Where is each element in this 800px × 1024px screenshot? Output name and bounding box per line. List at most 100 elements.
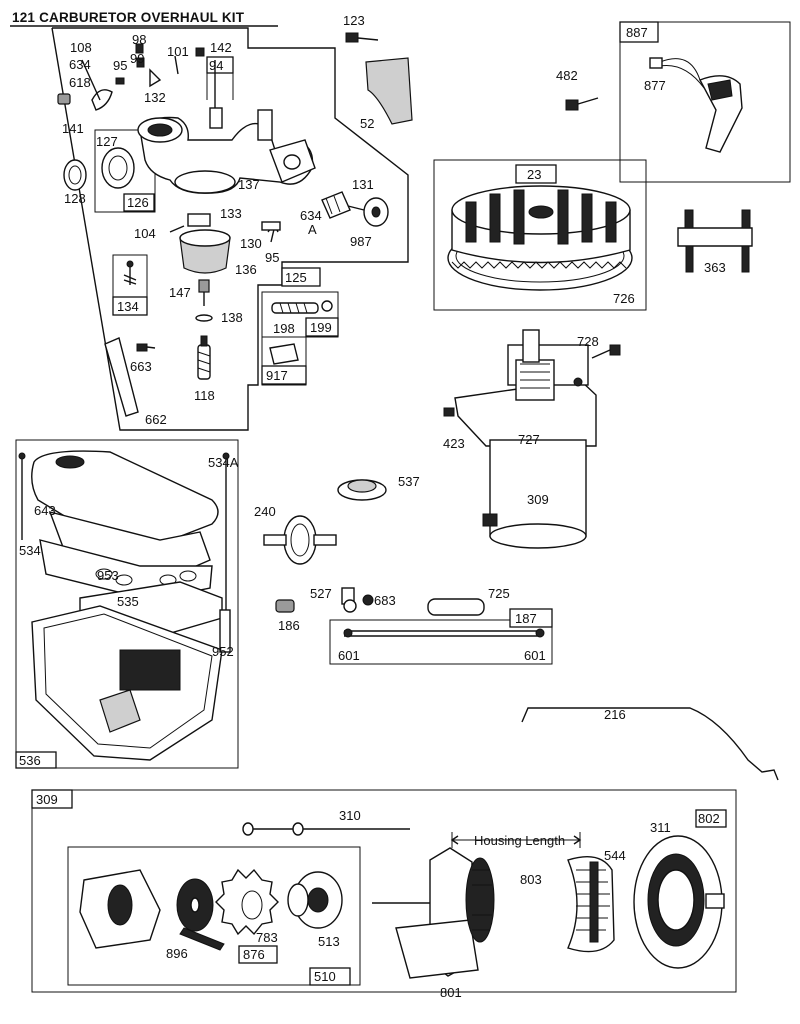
part-133-float (187, 213, 211, 227)
box-601 (329, 619, 553, 665)
label-643: 643 (34, 503, 56, 518)
label-876: 876 (243, 947, 265, 962)
housing-length-dimension (450, 832, 582, 848)
label-99: 99 (130, 51, 144, 66)
label-132: 132 (144, 90, 166, 105)
label-618: 618 (69, 75, 91, 90)
label-136: 136 (235, 262, 257, 277)
part-725-hose (427, 598, 485, 616)
label-95b: 95 (265, 250, 279, 265)
box-flywheel (433, 159, 647, 311)
small-screws (115, 43, 205, 88)
label-728: 728 (577, 334, 599, 349)
part-186-fitting (275, 599, 295, 613)
label-601a: 601 (338, 648, 360, 663)
label-363: 363 (704, 260, 726, 275)
part-washer (176, 878, 214, 932)
label-138: 138 (221, 310, 243, 325)
label-52: 52 (360, 116, 374, 131)
label-141: 141 (62, 121, 84, 136)
part-683-nut (362, 594, 374, 606)
part-537-bushing (337, 479, 387, 501)
part-783-gear (215, 868, 279, 936)
part-527-clip (341, 587, 357, 613)
label-423: 423 (443, 436, 465, 451)
label-311: 311 (650, 820, 671, 835)
label-887: 887 (626, 25, 648, 40)
part-952-tube (219, 609, 231, 653)
box-starter-exploded (31, 789, 737, 993)
part-801-endcap (372, 847, 495, 979)
part-726-flywheel (447, 185, 633, 291)
part-104-pin (169, 225, 185, 233)
carburetor-kit-outline (51, 27, 409, 431)
label-803: 803 (520, 872, 542, 887)
label-952: 952 (212, 644, 234, 659)
label-510: 510 (314, 969, 336, 984)
label-953: 953 (97, 568, 119, 583)
label-536: 536 (19, 753, 41, 768)
box-917 (261, 336, 307, 386)
label-683: 683 (374, 593, 396, 608)
label-199: 199 (310, 320, 332, 335)
label-108: 108 (70, 40, 92, 55)
label-310: 310 (339, 808, 361, 823)
part-917-clip (269, 343, 299, 365)
label-98: 98 (132, 32, 146, 47)
label-123: 123 (343, 13, 365, 28)
part-128-ring (63, 159, 87, 191)
label-802: 802 (698, 811, 720, 826)
label-537: 537 (398, 474, 420, 489)
label-95: 95 (113, 58, 127, 73)
part-601-fuel-line (343, 628, 545, 638)
label-142: 142 (210, 40, 232, 55)
label-662: 662 (145, 412, 167, 427)
carburetor-body (137, 60, 316, 194)
label-309b: 309 (36, 792, 58, 807)
label-663: 663 (130, 359, 152, 374)
box-887 (619, 21, 791, 183)
part-896-pin (179, 927, 225, 951)
part-108-lever (91, 89, 113, 111)
part-52-bracket (365, 57, 413, 125)
label-801: 801 (440, 985, 462, 1000)
label-544: 544 (604, 848, 626, 863)
part-198-199 (271, 300, 333, 314)
part-131-987 (321, 191, 389, 227)
part-310-bolt (242, 822, 410, 836)
box-510 (67, 846, 361, 986)
label-147: 147 (169, 285, 191, 300)
part-423-screw (443, 407, 455, 417)
label-601b: 601 (524, 648, 546, 663)
label-482: 482 (556, 68, 578, 83)
part-127-ring (101, 147, 135, 189)
label-23: 23 (527, 167, 541, 182)
label-A: A (308, 222, 317, 237)
label-187: 187 (515, 611, 537, 626)
part-138-washer (195, 314, 213, 322)
label-527: 527 (310, 586, 332, 601)
label-127: 127 (96, 134, 118, 149)
part-216-rod (521, 707, 779, 781)
part-662-link (104, 337, 139, 417)
label-216: 216 (604, 707, 626, 722)
label-634b: 634 (300, 208, 322, 223)
label-987: 987 (350, 234, 372, 249)
part-147-bolt (198, 279, 210, 306)
label-783: 783 (256, 930, 278, 945)
diagram-title: 121 CARBURETOR OVERHAUL KIT (12, 10, 245, 25)
part-134-spring (123, 260, 137, 285)
label-240: 240 (254, 504, 276, 519)
part-240-filter (263, 515, 337, 565)
label-133: 133 (220, 206, 242, 221)
label-104: 104 (134, 226, 156, 241)
label-634: 634 (69, 57, 91, 72)
part-663-screw (136, 343, 156, 352)
part-air-cleaner-cover (31, 450, 219, 551)
label-198: 198 (273, 321, 295, 336)
label-101: 101 (167, 44, 189, 59)
part-728-bolt (591, 344, 621, 359)
label-131: 131 (352, 177, 374, 192)
label-118: 118 (194, 388, 215, 403)
